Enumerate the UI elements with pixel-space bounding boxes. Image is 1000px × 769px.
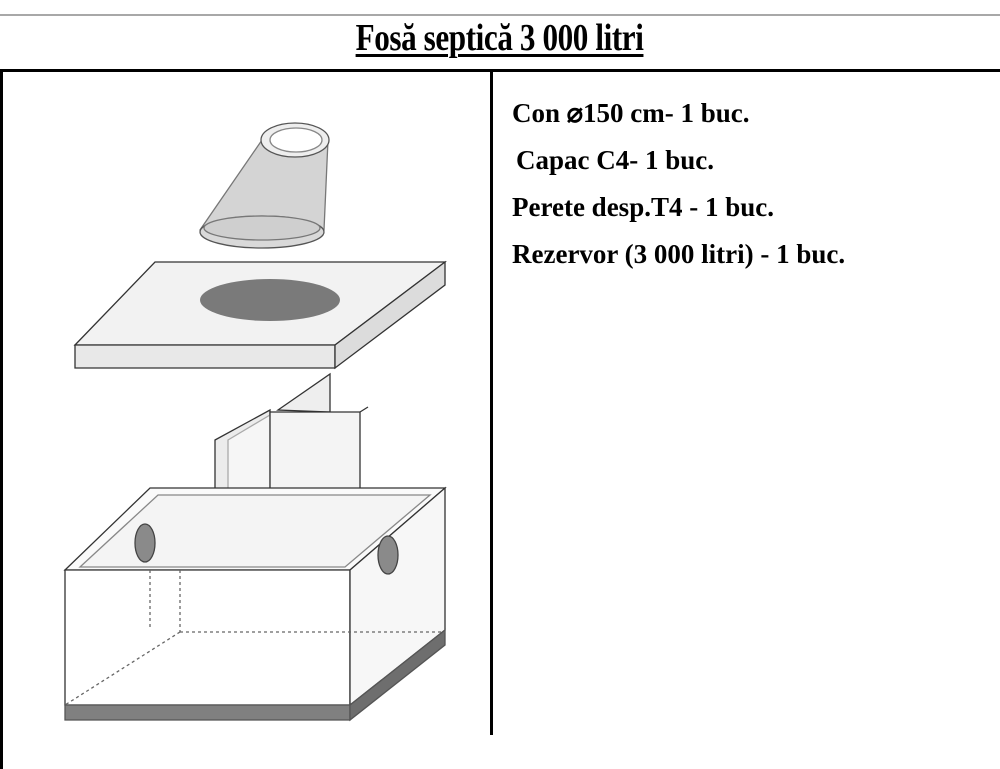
exploded-septic-tank-diagram [63, 122, 447, 722]
component-cover: Capac C4- 1 buc. [516, 145, 715, 175]
component-partition: Perete desp.T4 - 1 buc. [512, 192, 774, 222]
title-text: Fosă septică 3 000 litri [356, 17, 644, 59]
column-divider [490, 70, 493, 735]
cover-slab-illustration [73, 260, 447, 370]
table-frame [0, 69, 1000, 769]
tank-illustration [63, 486, 447, 722]
top-rule [0, 14, 1000, 16]
component-cone: Con ⌀150 cm- 1 buc. [512, 98, 750, 128]
cone-illustration [199, 122, 330, 249]
component-tank: Rezervor (3 000 litri) - 1 buc. [512, 239, 846, 269]
components-list: Con ⌀150 cm- 1 buc. Capac C4- 1 buc. Per… [512, 90, 845, 278]
page-title: Fosă septică 3 000 litri [0, 16, 1000, 60]
